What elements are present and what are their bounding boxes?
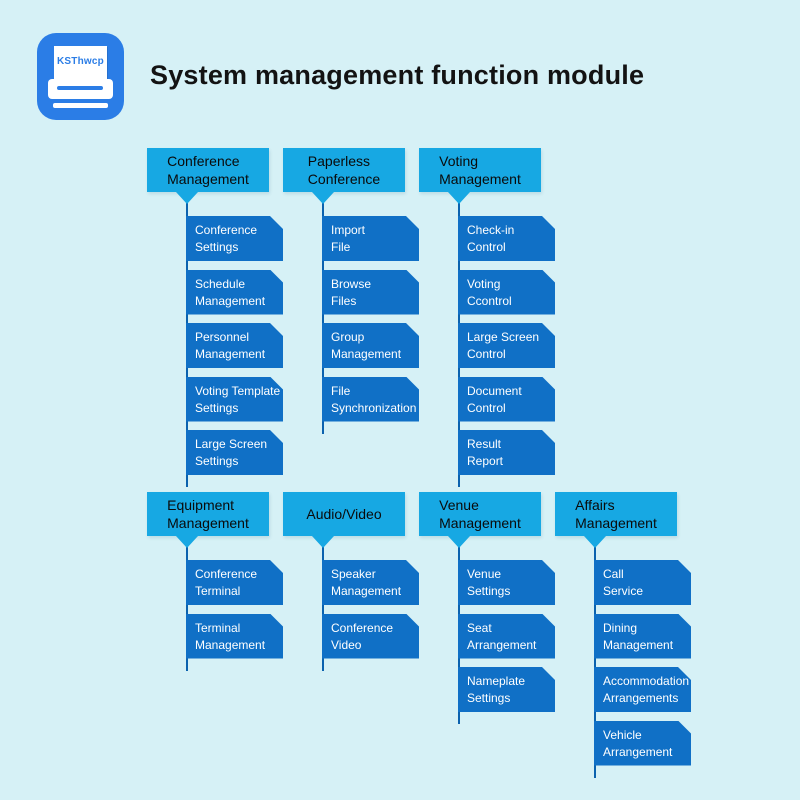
module-node: Voting Management [419,148,541,204]
feature-node: Conference Settings [186,216,283,261]
module-pointer [312,536,334,548]
page-title: System management function module [150,60,645,90]
module-pointer [584,536,606,548]
module-pointer [448,192,470,204]
module-pointer [312,192,334,204]
module-label: Affairs Management [575,496,657,532]
module-node: Equipment Management [147,492,269,548]
module-label: Equipment Management [167,496,249,532]
printer-paper: KSThwcp [54,46,107,83]
module-node: Conference Management [147,148,269,204]
printer-tray [53,103,108,108]
feature-node: Venue Settings [458,560,555,605]
feature-node: Voting Template Settings [186,376,283,422]
feature-node: Conference Video [322,613,419,659]
module-label: Audio/Video [306,505,382,522]
feature-node: Conference Terminal [186,560,283,605]
module-label: Conference Management [167,152,249,188]
module-label: Paperless Conference [307,152,381,188]
feature-node: Large Screen Settings [186,430,283,475]
feature-node: Large Screen Control [458,323,555,368]
feature-node: Browse Files [322,269,419,315]
module-node: Paperless Conference [283,148,405,204]
module-label: Voting Management [439,152,521,188]
feature-node: Voting Ccontrol [458,269,555,315]
feature-node: Schedule Management [186,269,283,315]
module-pointer [448,536,470,548]
feature-node: Accommodation Arrangements [594,667,691,712]
feature-node: Check-in Control [458,216,555,261]
module-node: Venue Management [419,492,541,548]
feature-node: Document Control [458,376,555,422]
feature-node: Result Report [458,430,555,475]
feature-node: Vehicle Arrangement [594,720,691,766]
app-logo: KSThwcp [37,33,124,120]
feature-node: Group Management [322,323,419,368]
feature-node: Dining Management [594,613,691,659]
feature-node: Personnel Management [186,323,283,368]
feature-node: Terminal Management [186,613,283,659]
feature-node: Import File [322,216,419,261]
module-node: Affairs Management [555,492,677,548]
module-pointer [176,536,198,548]
feature-node: Call Service [594,560,691,605]
module-pointer [176,192,198,204]
module-label: Venue Management [439,496,521,532]
feature-node: Speaker Management [322,560,419,605]
feature-node: Nameplate Settings [458,667,555,712]
module-node: Audio/Video [283,492,405,548]
printer-icon: KSThwcp [37,33,124,120]
logo-text: KSThwcp [57,56,104,67]
printer-slot [57,86,103,90]
printer-body [48,79,113,99]
feature-node: Seat Arrangement [458,613,555,659]
feature-node: File Synchronization [322,376,419,422]
